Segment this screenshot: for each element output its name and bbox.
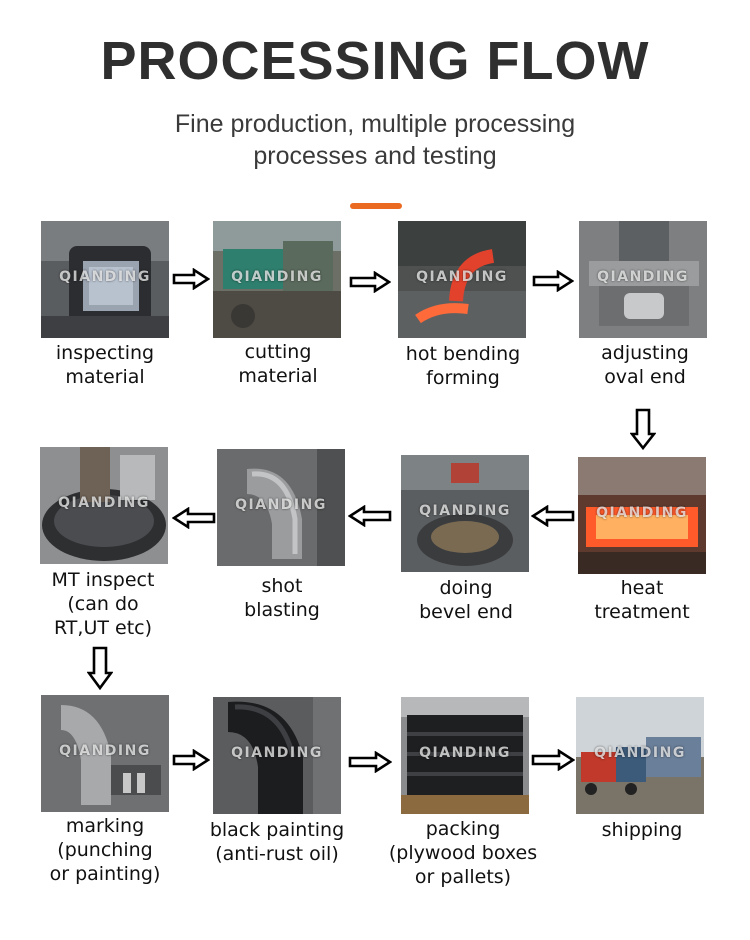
photo-marking: QIANDING [41, 695, 169, 812]
step-label-shot-blasting: shot blasting [244, 575, 320, 621]
photo-shot-blasting: QIANDING [217, 449, 345, 566]
arrow-right-icon [348, 751, 392, 773]
arrow-right-icon [532, 270, 574, 292]
photo-hot-bending-forming: QIANDING [398, 221, 526, 338]
watermark: QIANDING [419, 503, 511, 519]
watermark: QIANDING [594, 745, 686, 761]
photo-shipping: QIANDING [576, 697, 704, 814]
step-label-mt-inspect: MT inspect (can do RT,UT etc) [51, 569, 155, 639]
photo-adjusting-oval-end: QIANDING [579, 221, 707, 338]
arrow-down-icon [87, 646, 113, 690]
page-title: PROCESSING FLOW [100, 31, 650, 91]
step-label-heat-treatment: heat treatment [594, 577, 690, 623]
subtitle-line-2: processes and testing [253, 142, 497, 170]
arrow-right-icon [172, 749, 210, 771]
step-label-adjusting-oval-end: adjusting oval end [601, 342, 689, 388]
photo-cutting-material: QIANDING [213, 221, 341, 338]
photo-heat-treatment: QIANDING [578, 457, 706, 574]
step-label-packing: packing (plywood boxes or pallets) [388, 818, 538, 888]
photo-black-painting: QIANDING [213, 697, 341, 814]
watermark: QIANDING [416, 269, 508, 285]
photo-packing: QIANDING [401, 697, 529, 814]
arrow-right-icon [172, 268, 210, 290]
photo-inspecting-material: QIANDING [41, 221, 169, 338]
accent-divider [350, 203, 402, 209]
watermark: QIANDING [596, 505, 688, 521]
page-subtitle: Fine production, multiple processing pro… [0, 108, 750, 172]
step-label-hot-bending-forming: hot bending forming [405, 343, 521, 389]
watermark: QIANDING [58, 495, 150, 511]
subtitle-line-1: Fine production, multiple processing [174, 110, 576, 138]
arrow-left-icon [172, 507, 216, 529]
arrow-left-icon [531, 505, 575, 527]
arrow-down-icon [630, 408, 656, 450]
arrow-left-icon [348, 505, 392, 527]
photo-doing-bevel-end: QIANDING [401, 455, 529, 572]
step-label-shipping: shipping [601, 819, 683, 841]
step-label-black-painting: black painting (anti-rust oil) [209, 819, 345, 865]
watermark: QIANDING [59, 743, 151, 759]
watermark: QIANDING [419, 745, 511, 761]
arrow-right-icon [531, 749, 575, 771]
watermark: QIANDING [231, 269, 323, 285]
watermark: QIANDING [231, 745, 323, 761]
step-label-inspecting-material: inspecting material [55, 342, 155, 388]
arrow-right-icon [349, 271, 391, 293]
watermark: QIANDING [597, 269, 689, 285]
photo-mt-inspect: QIANDING [40, 447, 168, 564]
step-label-doing-bevel-end: doing bevel end [419, 577, 513, 623]
watermark: QIANDING [59, 269, 151, 285]
step-label-cutting-material: cutting material [238, 341, 318, 387]
watermark: QIANDING [235, 497, 327, 513]
step-label-marking: marking (punching or painting) [49, 815, 161, 885]
